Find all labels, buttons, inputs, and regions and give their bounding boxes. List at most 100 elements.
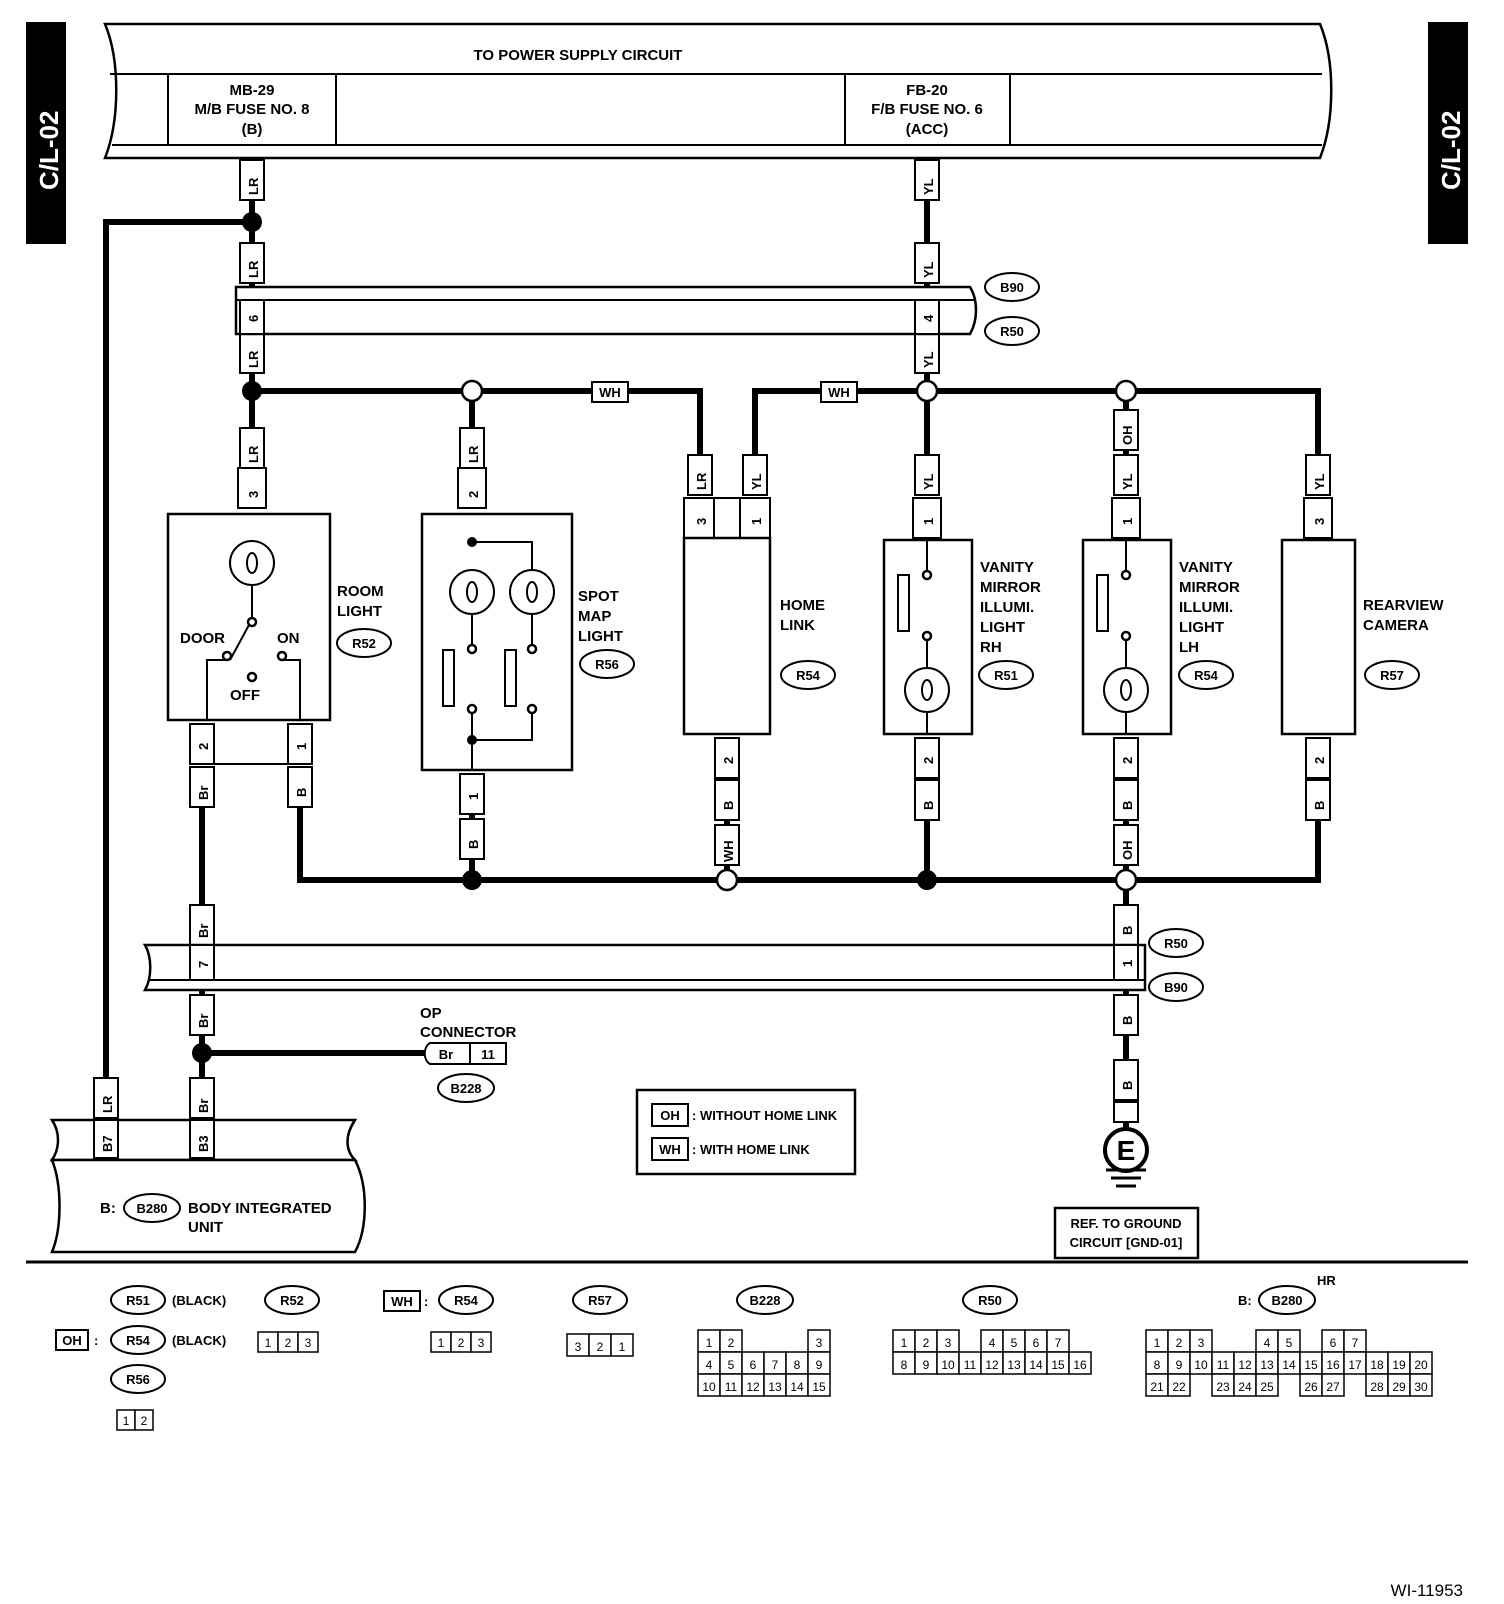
connector-pin [1167, 1373, 1191, 1397]
svg-text:4: 4 [921, 314, 936, 322]
svg-text:YL: YL [921, 473, 936, 490]
svg-text:R51: R51 [994, 668, 1018, 683]
connector-pin-label: 21 [1150, 1380, 1164, 1394]
svg-text:7: 7 [196, 961, 211, 968]
connector-pin-label: 26 [1304, 1380, 1318, 1394]
svg-text:2: 2 [1120, 757, 1135, 764]
connector-pin-label: 5 [728, 1358, 735, 1372]
connector-pin [134, 1409, 154, 1431]
connector-pin-label: 16 [1326, 1358, 1340, 1372]
svg-text:R54: R54 [126, 1333, 151, 1348]
svg-text:YL: YL [1120, 473, 1135, 490]
svg-text:OH: OH [62, 1333, 82, 1348]
svg-text:1: 1 [1120, 960, 1135, 967]
svg-text:R56: R56 [126, 1372, 150, 1387]
svg-text:MIRROR: MIRROR [1179, 579, 1240, 596]
connector-pin-label: 4 [1264, 1336, 1271, 1350]
svg-text:LR: LR [246, 445, 261, 463]
connector-pin-label: 6 [1330, 1336, 1337, 1350]
connector-pin-label: 13 [1260, 1358, 1274, 1372]
connector-pin-label: 4 [989, 1336, 996, 1350]
connector-pin-label: 1 [123, 1414, 130, 1428]
connector-pin [1068, 1351, 1092, 1375]
connector-pin-label: 10 [1194, 1358, 1208, 1372]
svg-text:LR: LR [100, 1095, 115, 1113]
connector-pin-label: 10 [702, 1380, 716, 1394]
svg-text:YL: YL [921, 261, 936, 278]
connector-pin-label: 2 [458, 1336, 465, 1350]
connector-pin-label: 1 [901, 1336, 908, 1350]
svg-text:B: B [1120, 1016, 1135, 1025]
connector-pin-label: 2 [141, 1414, 148, 1428]
svg-text:B280: B280 [136, 1201, 167, 1216]
svg-text:(BLACK): (BLACK) [172, 1333, 226, 1348]
connector-pin-label: 14 [1282, 1358, 1296, 1372]
connector-pin [1409, 1373, 1433, 1397]
svg-text:ILLUMI.: ILLUMI. [1179, 599, 1233, 616]
svg-text:R57: R57 [588, 1293, 612, 1308]
svg-text:CONNECTOR: CONNECTOR [420, 1024, 517, 1041]
connector-pin-label: 2 [728, 1336, 735, 1350]
svg-text:RH: RH [980, 639, 1002, 656]
connector-pin-label: 16 [1073, 1358, 1087, 1372]
svg-text:LINK: LINK [780, 617, 815, 634]
svg-text:R50: R50 [1164, 936, 1188, 951]
svg-text:VANITY: VANITY [1179, 559, 1233, 576]
svg-text:LR: LR [466, 445, 481, 463]
connector-pin-label: 15 [1304, 1358, 1318, 1372]
connector-pin-label: 11 [964, 1358, 977, 1372]
connector-pin [297, 1331, 319, 1353]
svg-text:ILLUMI.: ILLUMI. [980, 599, 1034, 616]
svg-text:B: B [466, 840, 481, 849]
connector-pin-label: 24 [1238, 1380, 1252, 1394]
connector-pin-label: 3 [478, 1336, 485, 1350]
connector-pin-label: 2 [923, 1336, 930, 1350]
svg-text:OP: OP [420, 1005, 442, 1022]
svg-text:HOME: HOME [780, 597, 825, 614]
connector-pin-label: 5 [1011, 1336, 1018, 1350]
connector-pin-label: 8 [794, 1358, 801, 1372]
svg-text:Br: Br [196, 1099, 211, 1113]
svg-text:LR: LR [694, 472, 709, 490]
connector-pin-label: 17 [1348, 1358, 1362, 1372]
svg-text:OH: OH [1120, 426, 1135, 446]
svg-text:R54: R54 [454, 1293, 479, 1308]
figure-id: WI-11953 [1391, 1581, 1463, 1600]
connector-pin-label: 2 [285, 1336, 292, 1350]
svg-text:CAMERA: CAMERA [1363, 617, 1429, 634]
svg-text:WH: WH [828, 385, 850, 400]
connector-pin [1321, 1373, 1345, 1397]
junction-nodes [192, 212, 1138, 1063]
home-link: 3 1 2 HOME LINK R54 [682, 497, 836, 779]
svg-text:F/B FUSE NO. 6: F/B FUSE NO. 6 [871, 101, 983, 118]
connector-pin-label: 25 [1260, 1380, 1274, 1394]
svg-text:CIRCUIT [GND-01]: CIRCUIT [GND-01] [1070, 1235, 1183, 1250]
connector-pin-label: 1 [438, 1336, 445, 1350]
svg-text:(ACC): (ACC) [906, 121, 949, 138]
joint-connector-lower: 7 1 R50 B90 [142, 928, 1204, 1002]
svg-text:1: 1 [921, 518, 936, 525]
connector-pin-label: 11 [725, 1380, 738, 1394]
connector-pin [610, 1333, 634, 1357]
wire-tags: LR LR LR LR YL YL YL YL WH WH LR LR YL O… [93, 159, 1331, 1119]
page-tab-left: C/L-02 [26, 22, 66, 244]
connector-pin-label: 1 [265, 1336, 272, 1350]
svg-text:2: 2 [721, 757, 736, 764]
connector-pin-label: 2 [1176, 1336, 1183, 1350]
connector-pin-label: 14 [790, 1380, 804, 1394]
svg-text:WH: WH [599, 385, 621, 400]
connector-pin-label: 3 [945, 1336, 952, 1350]
connector-pin-label: 9 [923, 1358, 930, 1372]
connector-pin-label: 2 [597, 1340, 604, 1354]
connector-pin-label: 20 [1414, 1358, 1428, 1372]
svg-text:B: B [1120, 801, 1135, 810]
svg-text:2: 2 [466, 491, 481, 498]
svg-text::: : [424, 1294, 428, 1309]
connector-pin-label: 6 [1033, 1336, 1040, 1350]
svg-text:Br: Br [439, 1047, 453, 1062]
connector-pin-label: 15 [812, 1380, 826, 1394]
connector-pin-label: 1 [706, 1336, 713, 1350]
